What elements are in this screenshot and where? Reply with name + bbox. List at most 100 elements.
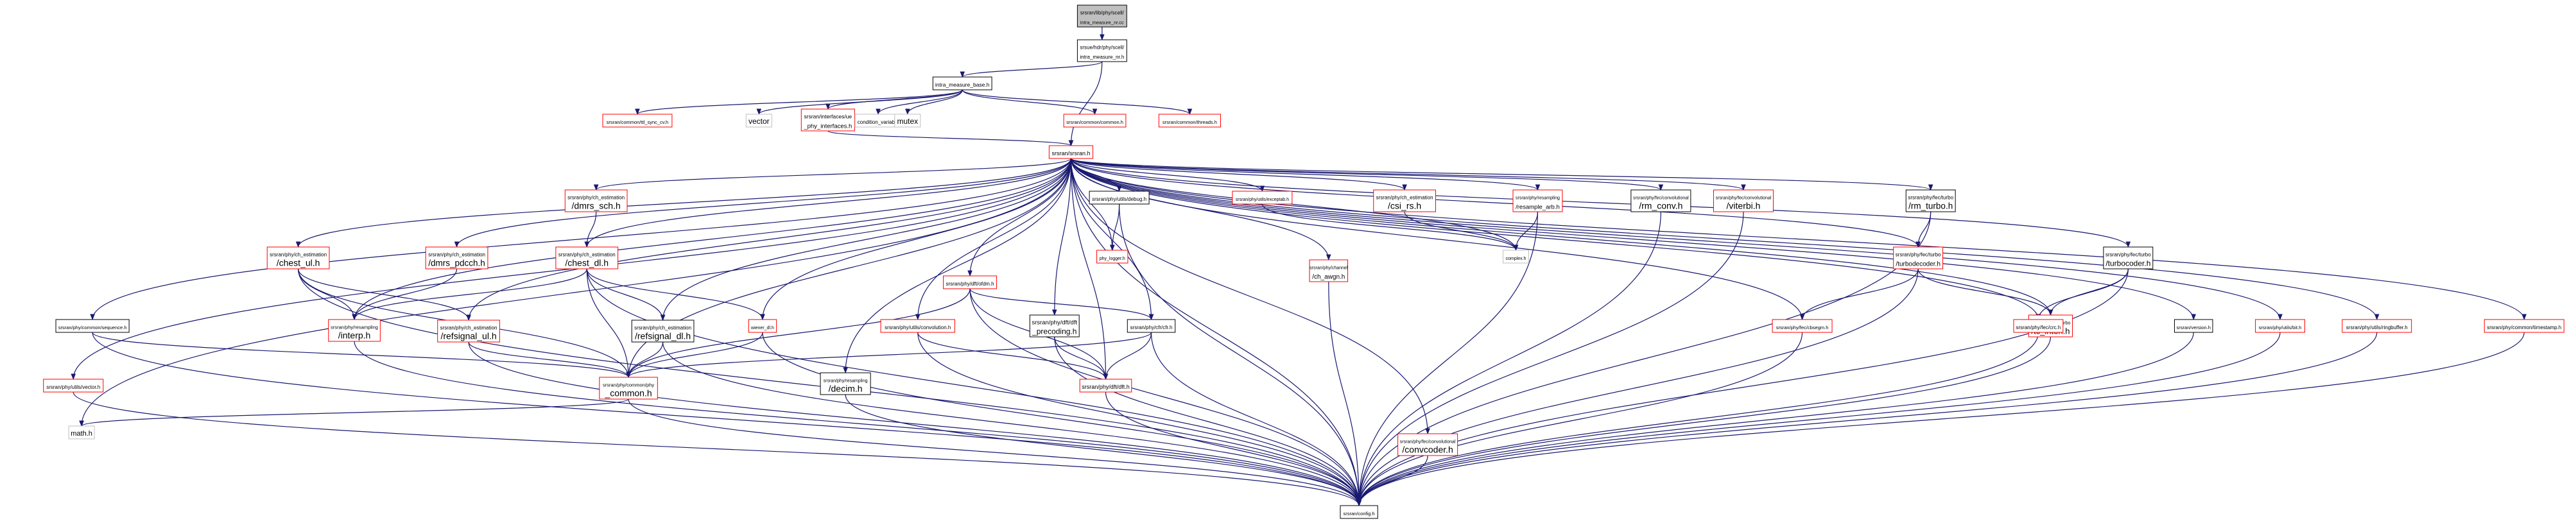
node-interp[interactable]: srsran/phy/resampling/interp.h [328,319,381,342]
node-resample-arb[interactable]: srsran/phy/resampling/resample_arb.h [1512,189,1563,212]
node-box [1029,314,1080,337]
node-debug-h[interactable]: srsran/phy/utils/debug.h [1089,191,1150,205]
node-label: /decim.h [829,384,863,394]
node-box [1076,4,1127,28]
edge-convolution-to-dft_h [917,332,1109,380]
node-refsignal-ul[interactable]: srsran/phy/ch_estimation/refsignal_ul.h [437,320,500,343]
node-box [425,246,488,269]
edge-intra_base-to-common_h [962,89,1098,115]
node-box [1232,191,1293,205]
edge-csi_rs-to-complex_h [1404,211,1519,251]
edge-srsran_h-to-crc_h [1070,158,2041,320]
node-label: srsran/phy/cfr/cfr.h [1130,325,1173,330]
node-box [1048,145,1094,159]
node-cond-var: condition_variable [854,114,902,128]
node-ttl-sync[interactable]: srsran/common/ttl_sync_cv.h [602,114,673,128]
node-version-h[interactable]: srsran/version.h [2174,319,2213,333]
node-box [602,114,673,128]
node-refsignal-dl[interactable]: srsran/phy/ch_estimation/refsignal_dl.h [631,320,695,343]
node-box [2103,246,2154,269]
node-label: intra_measure_nr.cc [1080,20,1124,26]
node-label: complex.h [1506,257,1526,261]
node-label: srsran/version.h [2177,325,2211,330]
node-label: srsran/phy/resampling [1516,196,1560,201]
edge-wiener-to-phy_common [626,332,763,378]
edge-cfr-to-config_h [1150,332,1361,506]
node-sequence-h[interactable]: srsran/phy/common/sequence.h [55,319,130,333]
node-chest-dl[interactable]: srsran/phy/ch_estimation/chest_dl.h [555,246,619,269]
edge-srsran_h-to-decim [843,158,1072,373]
node-viterbi[interactable]: srsran/phy/fec/convolutional/viterbi.h [1713,189,1774,212]
node-box [894,114,921,128]
edge-intra_nr_h-to-intra_base [960,61,1103,78]
node-cfr[interactable]: srsran/phy/cfr/cfr.h [1127,319,1176,333]
edge-ofdm-to-cfr [969,288,1154,320]
node-srsran-h[interactable]: srsran/srsran.h [1048,145,1094,159]
node-convcoder[interactable]: srsran/phy/fec/convolutional/convcoder.h [1397,433,1458,456]
node-label: srsran/phy/dft/ofdm.h [946,281,994,287]
edge-srsran_h-to-turbocoder [1070,158,2131,248]
node-rm-conv[interactable]: srsran/phy/fec/convolutional/rm_conv.h [1630,189,1691,212]
node-label: srsran/srsran.h [1051,150,1090,157]
node-bit-h[interactable]: srsran/phy/utils/bit.h [2255,319,2305,333]
node-dft-precoding[interactable]: srsran/phy/dft/dft_precoding.h [1029,314,1080,337]
node-label: mutex [897,117,918,126]
node-cbsegm[interactable]: srsran/phy/fec/cbsegm.h [1772,319,1833,333]
node-dmrs-sch[interactable]: srsran/phy/ch_estimation/dmrs_sch.h [564,189,628,212]
node-ofdm[interactable]: srsran/phy/dft/ofdm.h [943,275,998,289]
node-csi-rs[interactable]: srsran/phy/ch_estimation/csi_rs.h [1373,189,1436,212]
node-box [1079,379,1132,393]
node-ringbuffer[interactable]: srsran/phy/utils/ringbuffer.h [2342,319,2412,333]
node-exception[interactable]: srsran/phy/utils/exceptab.h [1232,191,1293,205]
node-label: srsran/phy/ch_estimation [567,195,625,201]
node-decim[interactable]: srsran/phy/resampling/decim.h [820,372,871,395]
node-rm-turbo[interactable]: srsran/phy/fec/turbo/rm_turbo.h [1905,189,1956,212]
node-label: intra_measure_nr.h [1080,55,1124,60]
node-phy-common[interactable]: srsran/phy/common/phy_common.h [599,377,658,400]
node-turbocoder[interactable]: srsran/phy/fec/turbo/turbocoder.h [2103,246,2154,269]
node-awgn[interactable]: srsran/phy/channel/ch_awgn.h [1309,259,1349,282]
edge-sequence_h-to-phy_common [92,332,631,378]
node-label: srsran/common/common.h [1066,119,1123,125]
edge-phy_common-to-config_h [628,398,1361,506]
node-intra-nr-h[interactable]: srsue/hdr/phy/scell/intra_measure_nr.h [1076,39,1127,62]
node-phy-logger[interactable]: phy_logger.h [1096,250,1128,264]
edge-bit_h-to-config_h [1356,332,2281,506]
node-wiener[interactable]: wiener_dl.h [748,319,777,333]
node-label: srsran/phy/utils/bit.h [2259,325,2302,330]
edge-turbocoder-to-tc_interl [2048,268,2129,316]
node-label: /turbodecoder.h [1896,261,1941,268]
node-vector: vector [745,114,772,128]
edge-chest_dl-to-wiener [586,268,765,320]
node-label: _common.h [604,388,652,398]
edge-srsran_h-to-bit_h [1070,158,2283,320]
node-turbodecoder[interactable]: srsran/phy/fec/turbo/turbodecoder.h [1893,246,1944,269]
node-root[interactable]: srsran/lib/phy/scell/intra_measure_nr.cc [1076,4,1127,28]
node-threads-h[interactable]: srsran/common/threads.h [1158,114,1221,128]
node-ue-phy-if[interactable]: srsran/interfaces/ue_phy_interfaces.h [800,108,855,132]
node-intra-base[interactable]: intra_measure_base.h [932,76,992,90]
node-chest-ul[interactable]: srsran/phy/ch_estimation/chest_ul.h [266,246,330,269]
node-config-h[interactable]: srsran/config.h [1340,505,1378,519]
edge-srsran_h-to-dft_precoding [1051,158,1072,316]
edge-srsran_h-to-convcoder [1070,158,1430,434]
node-common-h[interactable]: srsran/common/common.h [1063,114,1127,128]
node-dmrs-pdcch[interactable]: srsran/phy/ch_estimation/dmrs_pdcch.h [425,246,488,269]
node-label: srsran/phy/fec/convolutional [1400,440,1456,445]
edge-srsran_h-to-rm_turbo [1070,158,1933,191]
node-box [2174,319,2213,333]
nodes-layer: srsran/lib/phy/scell/intra_measure_nr.cc… [43,4,2564,519]
edge-chest_dl-to-interp [352,268,587,320]
edge-tc_interl-to-config_h [1356,336,2052,506]
node-label: srsran/phy/ch_estimation [1376,195,1433,201]
node-crc-h[interactable]: srsran/phy/fec/crc.h [2013,319,2064,333]
node-dft-h[interactable]: srsran/phy/dft/dft.h [1079,379,1132,393]
node-convolution[interactable]: srsran/phy/utils/convolution.h [880,319,955,333]
node-timestamp[interactable]: srsran/phy/common/timestamp.h [2484,319,2564,333]
edge-srsran_h-to-viterbi [1070,158,1746,191]
node-box [328,319,381,342]
node-box [1893,246,1944,269]
node-vector-h[interactable]: srsran/phy/utils/vector.h [43,379,104,393]
edge-intra_base-to-cond_var [876,89,963,115]
edge-srsran_h-to-timestamp [1070,158,2527,320]
